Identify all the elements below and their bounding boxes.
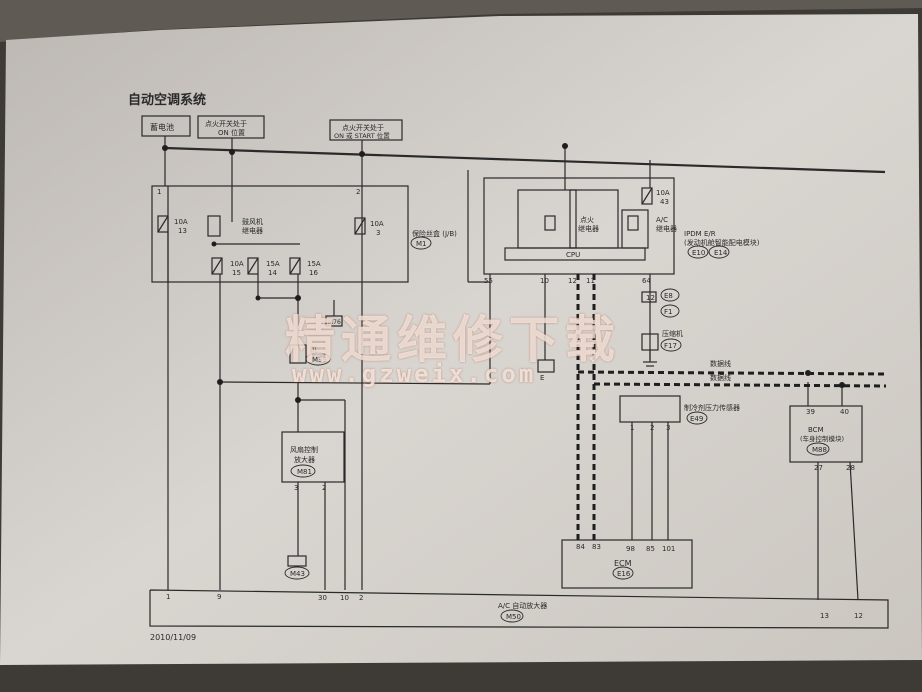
bcm-code: M88 bbox=[812, 446, 827, 454]
fuse-box-label: 保险丝盒 (J/B) bbox=[412, 229, 457, 238]
ign-on-label-1: 点火开关处于 bbox=[205, 119, 247, 128]
fan-amp-pin-3: 3 bbox=[294, 484, 298, 492]
fuse-box-code: M1 bbox=[416, 240, 427, 248]
bcm-pin-28: 28 bbox=[846, 464, 855, 472]
ecm-pin-101: 101 bbox=[662, 545, 675, 553]
fan-amp-pin-2: 2 bbox=[322, 484, 326, 492]
ac-relay-label-2: 继电器 bbox=[656, 224, 677, 233]
ecm-pin-85: 85 bbox=[646, 545, 655, 553]
pressure-sensor-code: E49 bbox=[690, 415, 703, 423]
ac-amp-pin-1: 1 bbox=[166, 593, 170, 601]
ipdm-pin-55: 55 bbox=[484, 277, 493, 285]
compressor-pin: 12 bbox=[646, 294, 655, 302]
compressor-label: 压缩机 bbox=[662, 329, 683, 338]
fan-amp-label-2: 放大器 bbox=[294, 455, 315, 464]
data-line-label-1: 数据线 bbox=[710, 359, 731, 368]
pressure-pin-1: 1 bbox=[630, 424, 634, 432]
watermark-text: 精通维修下载 bbox=[285, 311, 621, 369]
ipdm-code-1: E10 bbox=[692, 249, 705, 257]
blower-code: M39 bbox=[312, 356, 327, 364]
ecm-pin-98: 98 bbox=[626, 545, 635, 553]
ecm-pin-84: 84 bbox=[576, 543, 585, 551]
ac-amp-pin-13: 13 bbox=[820, 612, 829, 620]
ecm-pin-83: 83 bbox=[592, 543, 601, 551]
fuse-box-pin2: 2 bbox=[356, 188, 360, 196]
ecm-code: E16 bbox=[617, 570, 631, 578]
diagram-title: 自动空调系统 bbox=[128, 92, 206, 108]
ground-e-label: E bbox=[540, 374, 544, 382]
diagram-date: 2010/11/09 bbox=[150, 633, 196, 642]
pressure-pin-3: 3 bbox=[666, 424, 670, 432]
fuse-amp-1: 10A bbox=[174, 218, 188, 226]
ipdm-fuse-no: 43 bbox=[660, 198, 669, 206]
ipdm-label-2: (发动机舱智能配电模块) bbox=[684, 238, 760, 247]
fuse-no-1: 13 bbox=[178, 227, 187, 235]
bcm-pin-27: 27 bbox=[814, 464, 823, 472]
ipdm-pin-12: 12 bbox=[568, 277, 577, 285]
fuse-no-3: 15 bbox=[232, 269, 241, 277]
ign-start-label-2: ON 或 START 位置 bbox=[334, 131, 390, 140]
watermark-url: www.gzweix.com bbox=[292, 360, 537, 388]
ipdm-pin-64: 64 bbox=[642, 277, 651, 285]
ac-amp-pin-9: 9 bbox=[217, 593, 221, 601]
ac-relay-label-1: A/C bbox=[656, 216, 668, 224]
fuse-amp-2: 10A bbox=[370, 220, 384, 228]
compressor-conn-e8: E8 bbox=[664, 292, 673, 300]
fuse-amp-3: 10A bbox=[230, 260, 244, 268]
ipdm-label-1: IPDM E/R bbox=[684, 230, 716, 238]
ac-amp-label: A/C 自动放大器 bbox=[498, 601, 547, 610]
blower-relay-label-1: 鼓风机 bbox=[242, 217, 263, 226]
fuse-amp-4: 15A bbox=[266, 260, 280, 268]
bcm-pin-40: 40 bbox=[840, 408, 849, 416]
ac-amp-pin-30: 30 bbox=[318, 594, 327, 602]
ac-amp-pin-10: 10 bbox=[340, 594, 349, 602]
pressure-pin-2: 2 bbox=[650, 424, 654, 432]
bcm-label-1: BCM bbox=[808, 426, 824, 434]
fan-amp-code: M81 bbox=[297, 468, 312, 476]
fuse-no-4: 14 bbox=[268, 269, 277, 277]
fuse-box-pin1: 1 bbox=[157, 188, 161, 196]
fuse-amp-5: 15A bbox=[307, 260, 321, 268]
blower-relay-label-2: 继电器 bbox=[242, 226, 263, 235]
bcm-label-2: (车身控制模块) bbox=[800, 434, 844, 443]
ign-on-label-2: ON 位置 bbox=[218, 128, 245, 137]
cpu-label: CPU bbox=[566, 251, 580, 259]
ign-start-label-1: 点火开关处于 bbox=[342, 123, 384, 132]
blower-label: 机 bbox=[310, 345, 317, 354]
pressure-sensor-label: 制冷剂压力传感器 bbox=[684, 403, 740, 412]
fuse-no-2: 3 bbox=[376, 229, 380, 237]
ipdm-pin-11: 11 bbox=[586, 277, 595, 285]
battery-label: 蓄电池 bbox=[150, 122, 174, 132]
paper-sheet bbox=[0, 14, 922, 665]
ac-amp-pin-2: 2 bbox=[359, 594, 363, 602]
fuse-no-5: 16 bbox=[309, 269, 318, 277]
ac-amp-code: M50 bbox=[506, 613, 521, 621]
ac-amp-pin-12: 12 bbox=[854, 612, 863, 620]
compressor-conn-f1: F1 bbox=[664, 308, 672, 316]
ign-relay-label-2: 继电器 bbox=[578, 224, 599, 233]
blower-connector: M76 bbox=[328, 319, 341, 326]
ipdm-pin-10: 10 bbox=[540, 277, 549, 285]
ecm-label: ECM bbox=[614, 559, 632, 568]
compressor-conn-f17: F17 bbox=[664, 342, 677, 350]
data-line-label-2: 数据线 bbox=[710, 373, 731, 382]
ground-code: M43 bbox=[290, 570, 305, 578]
ipdm-fuse-amp: 10A bbox=[656, 189, 670, 197]
fan-amp-label-1: 风扇控制 bbox=[290, 445, 318, 454]
ign-relay-label-1: 点火 bbox=[580, 216, 594, 224]
bcm-pin-39: 39 bbox=[806, 408, 815, 416]
ipdm-code-2: E14 bbox=[714, 249, 728, 257]
